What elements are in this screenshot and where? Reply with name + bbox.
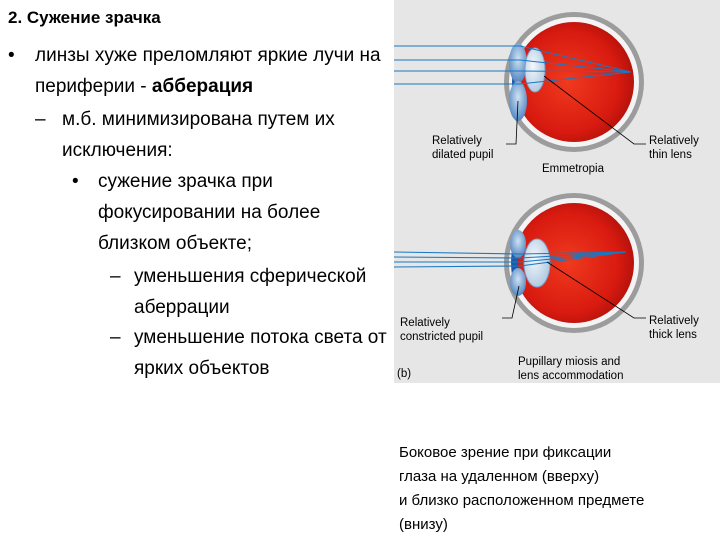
bullet-3-text: сужение зрачка при фокусировании на боле… — [98, 171, 321, 254]
bullet-2: – м.б. минимизирована путем их исключени… — [35, 104, 395, 166]
top-label-right-1: Relatively — [649, 135, 699, 147]
bullet-1-text: линзы хуже преломляют яркие лучи на пери… — [35, 45, 381, 97]
bottom-label-right-2: thick lens — [649, 329, 697, 341]
slide-title: 2. Сужение зрачка — [8, 8, 161, 27]
dash-marker: – — [35, 109, 46, 130]
top-label-left-2: dilated pupil — [432, 149, 493, 161]
bottom-label-left-2: constricted pupil — [400, 331, 483, 343]
dash-marker: – — [110, 327, 121, 348]
bullet-1: • линзы хуже преломляют яркие лучи на пе… — [8, 40, 393, 102]
bullet-5-text: уменьшение потока света от ярких объекто… — [134, 327, 387, 379]
top-eye — [394, 12, 644, 152]
bottom-label-left-1: Relatively — [400, 317, 450, 329]
bullet-2-text: м.б. минимизирована путем их исключения: — [62, 109, 335, 161]
bullet-4-text: уменьшения сферической аберрации — [134, 266, 367, 318]
bullet-5: – уменьшение потока света от ярких объек… — [110, 322, 390, 384]
top-label-left-1: Relatively — [432, 135, 482, 147]
caption-line: глаза на удаленном (вверху) — [399, 468, 600, 485]
caption-line: (внизу) — [399, 516, 448, 533]
panel-letter: (b) — [397, 368, 411, 380]
top-label-right-2: thin lens — [649, 149, 692, 161]
bottom-eye — [394, 193, 644, 333]
bullet-marker: • — [8, 45, 15, 66]
bottom-label-right-1: Relatively — [649, 315, 699, 327]
bullet-1-bold: абберация — [151, 76, 254, 97]
eye-diagram-figure: Relatively dilated pupil Relatively thin… — [394, 0, 720, 383]
bullet-marker: • — [72, 171, 79, 192]
figure-caption: Боковое зрение при фиксации глаза на уда… — [399, 441, 717, 537]
bullet-3: • сужение зрачка при фокусировании на бо… — [72, 166, 392, 259]
bullet-4: – уменьшения сферической аберрации — [110, 261, 390, 323]
caption-line: Боковое зрение при фиксации — [399, 444, 612, 461]
caption-line: и близко расположенном предмете — [399, 492, 645, 509]
dash-marker: – — [110, 266, 121, 287]
top-caption: Emmetropia — [542, 163, 605, 175]
bottom-caption-1: Pupillary miosis and — [518, 356, 620, 368]
bottom-caption-2: lens accommodation — [518, 370, 623, 382]
eye-diagram: Relatively dilated pupil Relatively thin… — [394, 12, 699, 382]
